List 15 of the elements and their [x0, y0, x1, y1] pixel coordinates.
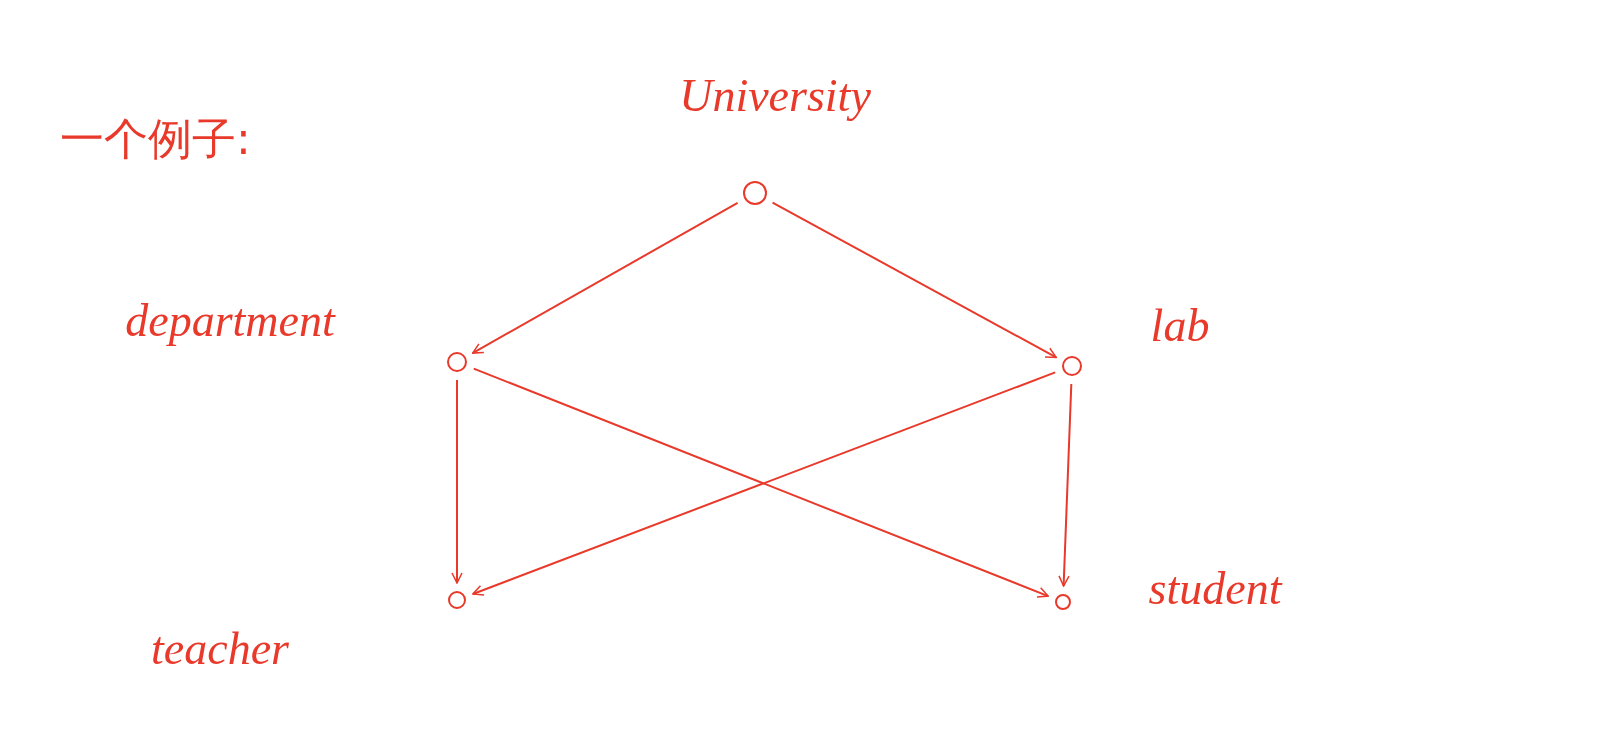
node-label: teacher	[151, 621, 289, 675]
node-label: student	[1148, 561, 1282, 615]
arrow	[471, 201, 739, 355]
node-label: lab	[1150, 298, 1210, 352]
node-circle	[448, 591, 466, 609]
arrow	[771, 201, 1058, 359]
arrow	[1058, 383, 1073, 587]
node-circle	[1055, 594, 1071, 610]
node-circle	[447, 352, 467, 372]
arrow	[451, 379, 463, 584]
node-circle	[743, 181, 767, 205]
title: 一个例子:	[60, 112, 251, 166]
node-label: department	[125, 293, 335, 347]
node-circle	[1062, 356, 1082, 376]
node-label: University	[679, 68, 871, 122]
